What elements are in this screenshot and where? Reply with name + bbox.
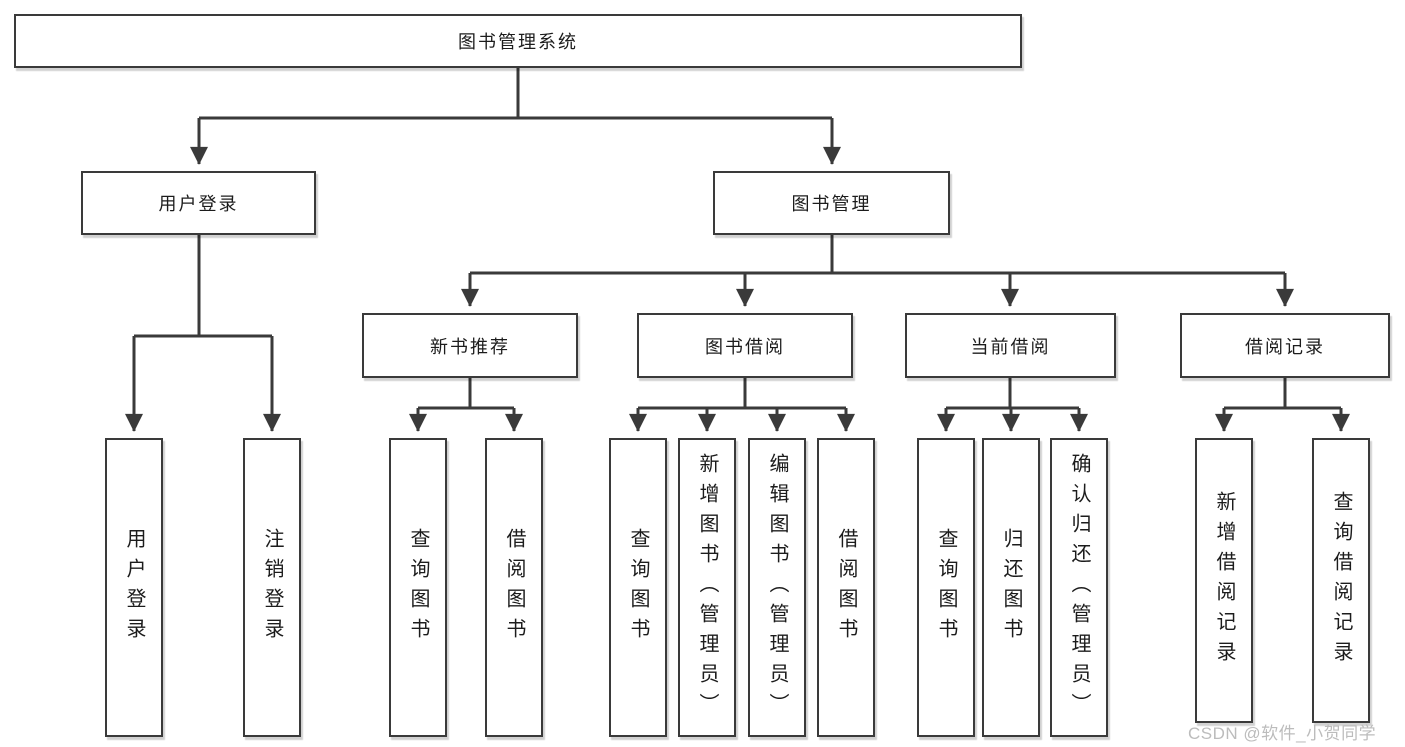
node-label: 用户登录 <box>158 194 239 214</box>
node-current-borrowing: 当前借阅 <box>905 313 1116 378</box>
node-leaf-confirm-return-admin: 确认归还（管理员） <box>1050 438 1108 737</box>
node-label: 编辑图书（管理员） <box>766 452 788 723</box>
node-leaf-query-borrow-record: 查询借阅记录 <box>1312 438 1370 723</box>
node-label: 查询图书 <box>407 527 429 648</box>
node-label: 归还图书 <box>1000 527 1022 648</box>
node-label: 当前借阅 <box>970 336 1051 357</box>
node-label: 新书推荐 <box>430 336 510 357</box>
node-leaf-user-login: 用户登录 <box>105 438 163 737</box>
node-borrowing-records: 借阅记录 <box>1180 313 1390 378</box>
node-leaf-query-books: 查询图书 <box>917 438 975 737</box>
node-leaf-query-books: 查询图书 <box>389 438 447 737</box>
node-book-borrowing: 图书借阅 <box>637 313 853 378</box>
node-label: 借阅图书 <box>503 527 525 648</box>
node-label: 确认归还（管理员） <box>1068 452 1090 723</box>
node-label: 查询借阅记录 <box>1330 490 1352 671</box>
node-label: 新增借阅记录 <box>1213 490 1235 671</box>
node-leaf-add-books-admin: 新增图书（管理员） <box>678 438 736 737</box>
node-user-login: 用户登录 <box>81 171 316 235</box>
node-leaf-edit-books-admin: 编辑图书（管理员） <box>748 438 806 737</box>
csdn-watermark: CSDN @软件_小贺同学 <box>1188 724 1377 743</box>
node-library-management-system: 图书管理系统 <box>14 14 1022 68</box>
node-label: 用户登录 <box>123 527 145 648</box>
node-leaf-borrow-books: 借阅图书 <box>817 438 875 737</box>
node-label: 图书管理 <box>791 194 872 214</box>
node-label: 借阅记录 <box>1245 336 1325 357</box>
node-label: 查询图书 <box>935 527 957 648</box>
node-label: 新增图书（管理员） <box>696 452 718 723</box>
node-label: 借阅图书 <box>835 527 857 648</box>
node-leaf-query-books: 查询图书 <box>609 438 667 737</box>
node-leaf-return-books: 归还图书 <box>982 438 1040 737</box>
node-leaf-borrow-books: 借阅图书 <box>485 438 543 737</box>
node-label: 查询图书 <box>627 527 649 648</box>
node-leaf-logout: 注销登录 <box>243 438 301 737</box>
node-new-book-recommendation: 新书推荐 <box>362 313 578 378</box>
node-label: 图书借阅 <box>705 336 785 357</box>
node-label: 图书管理系统 <box>458 32 578 52</box>
node-book-management: 图书管理 <box>713 171 950 235</box>
node-leaf-add-borrow-record: 新增借阅记录 <box>1195 438 1253 723</box>
node-label: 注销登录 <box>261 527 283 648</box>
